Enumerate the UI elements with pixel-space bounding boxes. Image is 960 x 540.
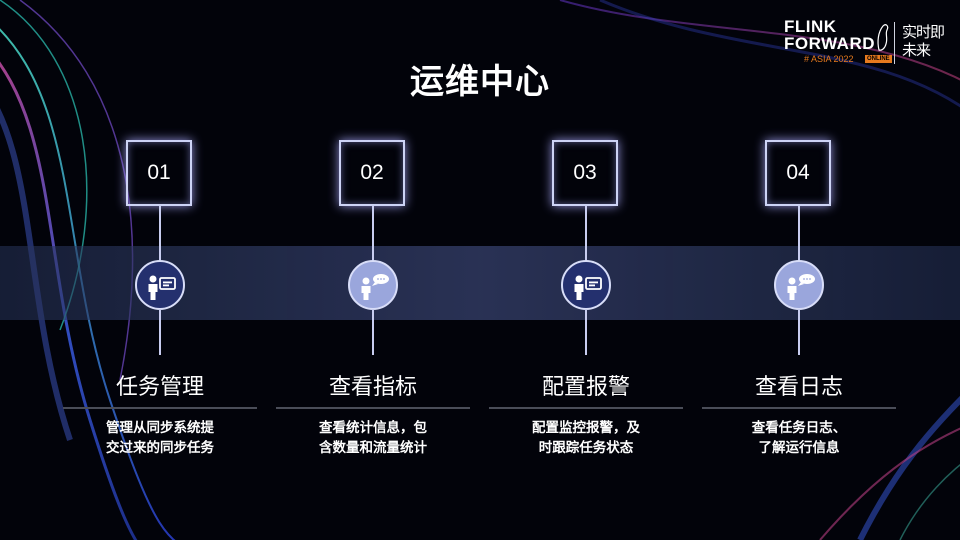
description-line: 含数量和流量统计 (319, 440, 427, 456)
step-title: 查看日志 (754, 375, 843, 400)
title-underline (489, 407, 683, 409)
slogan-line2: 未来 (902, 41, 931, 59)
person-card-icon (148, 275, 176, 300)
step-number-box: 03 (552, 140, 618, 206)
step-description: 配置监控报警，及 时跟踪任务状态 (489, 418, 683, 458)
connector-line (372, 206, 374, 264)
step-description: 查看统计信息，包 含数量和流量统计 (276, 418, 470, 458)
squirrel-icon (877, 24, 889, 51)
title-underline (702, 407, 896, 409)
step-icon-circle (774, 260, 824, 310)
step-number-box: 01 (126, 140, 192, 206)
connector-line (585, 206, 587, 264)
description-line: 管理从同步系统提 (106, 420, 214, 436)
step-title: 任务管理 (115, 375, 204, 400)
person-speech-icon (787, 274, 815, 300)
connector-line (798, 206, 800, 264)
description-line: 配置监控报警，及 (532, 420, 640, 436)
description-line: 时跟踪任务状态 (538, 440, 634, 456)
logo-badge: ONLINE (865, 55, 892, 63)
logo-event: # ASIA 2022 (804, 54, 854, 64)
logo-line1: FLINK (784, 17, 837, 36)
person-speech-icon (361, 274, 389, 300)
person-card-icon (574, 275, 602, 300)
title-underline (63, 407, 257, 409)
connector-line (159, 206, 161, 264)
step-icon-circle (561, 260, 611, 310)
description-line: 了解运行信息 (758, 440, 840, 456)
title-underline (276, 407, 470, 409)
step-description: 管理从同步系统提 交过来的同步任务 (63, 418, 257, 458)
logo-line2: FORWARD (784, 34, 876, 53)
connector-line (372, 309, 374, 355)
logo-divider (894, 22, 895, 64)
step-number-box: 02 (339, 140, 405, 206)
connector-line (798, 309, 800, 355)
step-number-box: 04 (765, 140, 831, 206)
slogan-line1: 实时即 (902, 23, 945, 41)
event-logo: FLINK FORWARD # ASIA 2022 ONLINE 实时即 未来 (784, 18, 946, 68)
step-icon-circle (135, 260, 185, 310)
step-title: 查看指标 (328, 375, 417, 400)
step-title: 配置报警 (541, 375, 630, 400)
step-icon-circle (348, 260, 398, 310)
description-line: 交过来的同步任务 (106, 440, 214, 456)
description-line: 查看统计信息，包 (319, 420, 427, 436)
step-description: 查看任务日志、 了解运行信息 (702, 418, 896, 458)
page-title: 运维中心 (410, 62, 550, 102)
description-line: 查看任务日志、 (751, 420, 847, 436)
connector-line (159, 309, 161, 355)
connector-line (585, 309, 587, 355)
